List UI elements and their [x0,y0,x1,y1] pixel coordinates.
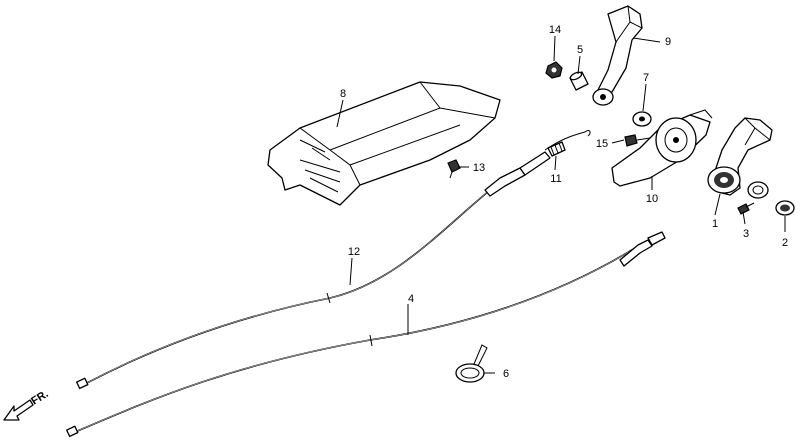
arrow-left-down-icon [3,399,34,421]
part-8-cover [267,81,501,206]
part-12-cable [76,151,551,390]
label-11: 11 [550,173,561,185]
label-7: 7 [643,72,649,84]
label-10: 10 [646,193,658,205]
part-14-nut [545,61,563,79]
direction-indicator: FR. [3,388,51,421]
label-9: 9 [665,36,671,48]
part-1-throttle-lever [707,117,773,196]
label-1: 1 [712,218,718,230]
part-6-clamp [455,344,488,383]
label-12: 12 [348,246,360,258]
part-labels: 1 2 3 4 5 6 7 8 9 10 11 12 13 14 15 [340,24,788,380]
part-5-collar [569,71,589,91]
part-11-spring [544,130,591,157]
label-6: 6 [503,368,509,380]
part-7-washer [632,111,652,127]
part-9-lever [592,5,643,106]
part-10-bracket [611,109,713,187]
part-3-friction-disc [737,181,769,215]
label-2: 2 [782,237,788,249]
label-5: 5 [577,44,583,56]
part-2-spring [775,200,795,216]
label-3: 3 [743,228,749,240]
label-14: 14 [549,24,561,36]
leader-lines [336,35,786,374]
label-4: 4 [408,293,414,305]
label-8: 8 [340,88,346,100]
part-13-clip [447,159,461,179]
label-15: 15 [596,138,608,150]
part-15-bolt [624,134,651,147]
label-13: 13 [473,162,485,174]
part-4-cable [66,231,666,438]
